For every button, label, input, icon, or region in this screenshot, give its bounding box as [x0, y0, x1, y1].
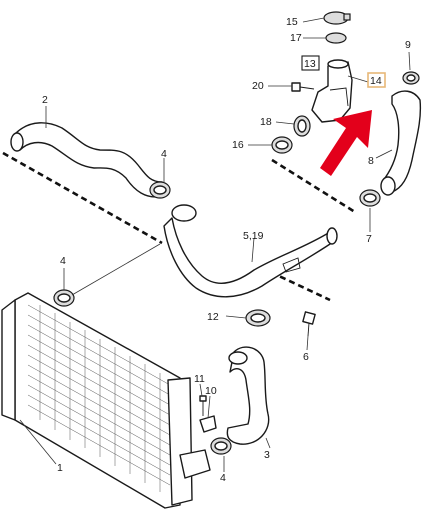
label-20: 20 [252, 80, 264, 92]
ring-part-17 [325, 32, 347, 44]
label-14: 14 [370, 75, 382, 87]
guide-line-right [271, 158, 356, 214]
label-4-left: 4 [60, 255, 66, 267]
intercooler-part-1 [1, 292, 211, 509]
label-1: 1 [57, 462, 63, 474]
label-6: 6 [303, 351, 309, 363]
bolt-part-6 [302, 311, 316, 337]
clamp-part-9 [402, 71, 420, 85]
label-16: 16 [232, 139, 244, 151]
bracket-part-10 [199, 415, 217, 433]
ring-part-18 [293, 115, 311, 137]
bolt-part-11 [199, 395, 207, 416]
label-7: 7 [366, 233, 372, 245]
clamp-part-4-upper [149, 181, 171, 199]
label-4-lower: 4 [220, 472, 226, 484]
label-10: 10 [205, 385, 217, 397]
leader-lines [19, 17, 411, 472]
label-2: 2 [42, 94, 48, 106]
clamp-part-12 [245, 309, 271, 327]
label-12: 12 [207, 311, 219, 323]
clamp-part-16 [271, 136, 293, 154]
part-labels: 2 4 4 1 4 3 5,19 6 7 8 9 10 11 12 13 14 … [42, 16, 411, 484]
hose-part-3 [226, 346, 270, 445]
clamp-part-15 [323, 11, 351, 25]
label-13-box [301, 55, 320, 71]
label-17: 17 [290, 32, 302, 44]
pipe-part-5-19 [163, 204, 338, 298]
label-18: 18 [260, 116, 272, 128]
clamp-part-7 [359, 189, 381, 207]
label-15: 15 [286, 16, 298, 28]
label-14-highlight-box [367, 72, 386, 88]
clamp-part-4-left [53, 289, 75, 307]
label-4-upper: 4 [161, 148, 167, 160]
clamp-part-4-lower [210, 437, 232, 455]
label-3: 3 [264, 449, 270, 461]
label-5-19: 5,19 [243, 230, 264, 242]
guide-line-left [2, 151, 163, 245]
hose-part-8 [380, 90, 422, 196]
hose-part-2 [10, 122, 163, 198]
label-9: 9 [405, 39, 411, 51]
highlight-arrow [320, 110, 372, 176]
housing-part-14 [311, 59, 353, 123]
label-8: 8 [368, 155, 374, 167]
bolt-part-20 [291, 82, 315, 92]
label-11: 11 [194, 373, 205, 385]
label-13: 13 [304, 58, 316, 70]
